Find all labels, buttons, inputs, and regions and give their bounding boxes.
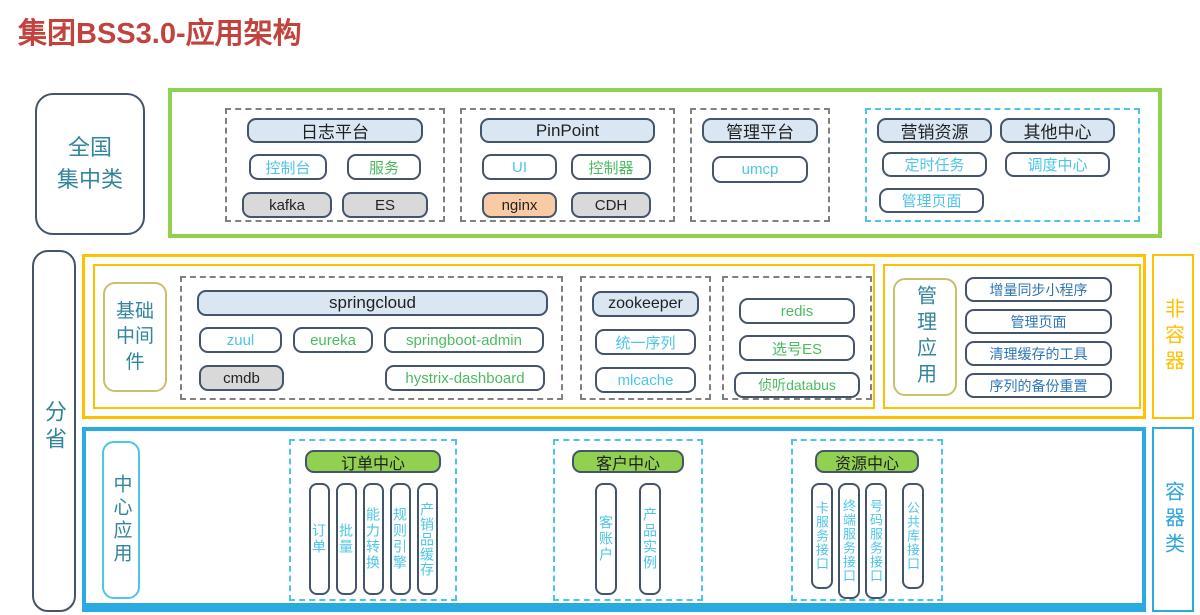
rule-engine-box: 规则引擎 [389,483,411,595]
middleware-line-1: 基础 [115,301,154,323]
card-service-api-box: 卡服务接口 [810,483,833,589]
mlcache-box: mlcache [595,367,696,393]
marketing-resource-header: 营销资源 [877,118,992,143]
customer-center-header: 客户中心 [572,450,684,473]
nginx-box: nginx [482,192,557,218]
es-box: ES [342,192,428,218]
mgmt-page-tool-box: 管理页面 [965,309,1112,334]
zookeeper-header: zookeeper [592,291,699,317]
non-container-label: 非容器 [1152,254,1194,419]
redis-box: redis [739,298,855,324]
national-centralized-text: 全国 集中类 [57,132,123,196]
batch-box: 批量 [335,483,357,595]
province-label: 分省 [32,250,76,612]
service-box: 服务 [347,154,421,180]
public-library-api-box: 公共库接口 [901,483,924,589]
customer-account-box: 客账户 [595,483,617,595]
order-box: 订单 [308,483,330,595]
pinpoint-header: PinPoint [480,118,655,143]
middleware-line-2: 中间 [115,326,154,348]
resource-center-section: 资源中心 卡服务接口 终端服务接口 号码服务接口 公共库接口 [791,439,943,601]
middleware-group: 基础 中间 件 springcloud zuul eureka springbo… [93,264,875,409]
log-platform-header: 日志平台 [247,118,423,143]
customer-center-section: 客户中心 客账户 产品实例 [553,439,703,601]
national-container: 日志平台 控制台 服务 kafka ES PinPoint UI 控制器 ngi… [168,88,1162,238]
order-center-header: 订单中心 [305,450,441,473]
log-platform-section: 日志平台 控制台 服务 kafka ES [225,108,445,222]
hystrix-dashboard-box: hystrix-dashboard [385,365,545,391]
capability-convert-box: 能力转换 [362,483,384,595]
non-container-text: 非容器 [1161,297,1184,376]
umcp-box: umcp [712,156,808,183]
springcloud-header: springcloud [197,290,548,316]
marketing-resource-section: 营销资源 其他中心 定时任务 调度中心 管理页面 [865,108,1140,222]
national-line-2: 集中类 [56,167,123,192]
timer-task-box: 定时任务 [882,152,987,177]
kafka-box: kafka [242,192,332,218]
middleware-line-3: 件 [125,351,145,373]
mgmt-page-box: 管理页面 [879,188,984,213]
middleware-label: 基础 中间 件 [103,282,167,392]
number-selection-es-box: 选号ES [739,335,855,361]
mgmt-platform-section: 管理平台 umcp [690,108,830,222]
pinpoint-section: PinPoint UI 控制器 nginx CDH [460,108,675,222]
redis-section: redis 选号ES 侦听databus [722,276,872,400]
zuul-box: zuul [199,327,282,353]
product-cache-box: 产销品缓存 [416,483,438,595]
container-zone: 中心应用 订单中心 订单 批量 能力转换 规则引擎 产销品缓存 客户中心 客账户… [82,427,1146,612]
terminal-service-api-box: 终端服务接口 [837,483,860,599]
dispatch-center-box: 调度中心 [1005,152,1110,177]
number-service-api-box: 号码服务接口 [864,483,887,599]
mgmt-app-group: 管理应用 增量同步小程序 管理页面 清理缓存的工具 序列的备份重置 [883,264,1141,409]
databus-listener-box: 侦听databus [734,372,860,398]
container-class-label: 容器类 [1152,427,1194,612]
province-text: 分省 [42,400,67,454]
national-line-1: 全国 [67,135,112,161]
eureka-box: eureka [293,327,373,353]
unified-sequence-box: 统一序列 [595,329,696,355]
cdh-box: CDH [571,192,651,218]
non-container-zone: 基础 中间 件 springcloud zuul eureka springbo… [82,254,1146,419]
center-app-text: 中心应用 [110,474,132,566]
springboot-admin-box: springboot-admin [384,327,544,353]
resource-center-header: 资源中心 [815,450,919,473]
product-instance-box: 产品实例 [639,483,661,595]
container-class-text: 容器类 [1161,480,1184,559]
page-title: 集团BSS3.0-应用架构 [18,18,302,50]
sequence-backup-reset-box: 序列的备份重置 [965,373,1112,398]
cmdb-box: cmdb [199,365,284,391]
middleware-text: 基础 中间 件 [116,299,154,374]
controller-box: 控制器 [571,154,651,180]
console-box: 控制台 [249,154,327,180]
cache-clean-tool-box: 清理缓存的工具 [965,341,1112,366]
mgmt-app-text: 管理应用 [913,285,936,389]
mgmt-app-label: 管理应用 [893,278,957,396]
national-centralized-label: 全国 集中类 [35,93,145,235]
ui-box: UI [482,154,557,180]
order-center-section: 订单中心 订单 批量 能力转换 规则引擎 产销品缓存 [289,439,457,601]
center-app-label: 中心应用 [102,441,140,599]
mgmt-platform-header: 管理平台 [702,118,818,143]
springcloud-section: springcloud zuul eureka springboot-admin… [180,276,563,400]
other-center-header: 其他中心 [1000,118,1115,143]
zookeeper-section: zookeeper 统一序列 mlcache [580,276,711,400]
incremental-sync-box: 增量同步小程序 [965,277,1112,302]
